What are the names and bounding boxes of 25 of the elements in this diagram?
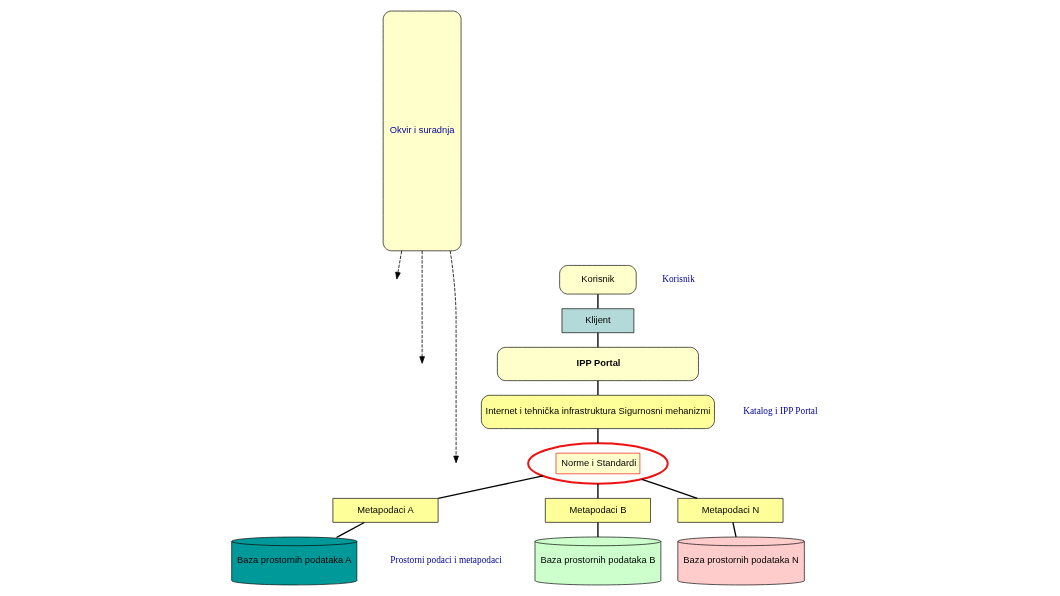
connector (596, 293, 599, 310)
connector (335, 521, 365, 539)
connector (596, 332, 599, 348)
connector (437, 475, 544, 500)
arrow (449, 250, 459, 464)
label: Prostorni podaci i metapodaci (389, 555, 502, 566)
connector (596, 521, 599, 538)
node-box: IPP Portal (496, 347, 699, 381)
label: Korisnik (661, 274, 695, 285)
node-box: Metapodaci A (332, 498, 438, 523)
connector (731, 521, 737, 538)
node-box: Korisnik (558, 265, 637, 295)
node-box: Metapodaci B (544, 498, 651, 523)
connector (596, 380, 599, 396)
label: Katalog i IPP Portal (742, 406, 818, 417)
connector (596, 428, 599, 444)
node-box: Klijent (561, 308, 634, 334)
node-box: Internet i tehnička infrastruktura Sigurnosni mehanizmi (480, 394, 715, 429)
node-ellipse: Norme i Standardi (526, 442, 669, 485)
node-box: Metapodaci N (677, 498, 783, 523)
connector (640, 478, 698, 499)
connector (596, 483, 599, 499)
arrow (418, 250, 425, 364)
node-box: Okvir i suradnja (382, 10, 461, 252)
arrow (394, 250, 402, 280)
